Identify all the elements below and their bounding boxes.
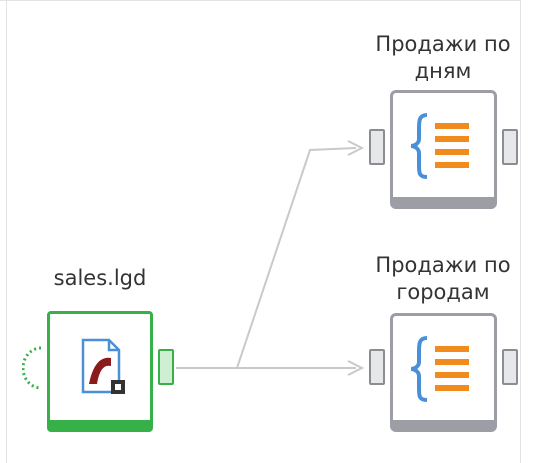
link-source-to-report-days[interactable] [176, 147, 357, 369]
link-arrowhead-cities [347, 360, 365, 376]
node-title-report-days: Продажи по дням [375, 32, 511, 83]
output-port-report-cities[interactable] [502, 349, 518, 385]
node-title-source: sales.lgd [53, 266, 147, 290]
node-source-file[interactable] [47, 311, 153, 432]
canvas-border-top [0, 0, 520, 1]
input-port-report-cities[interactable] [369, 349, 385, 385]
json-report-icon [410, 113, 469, 179]
output-port-source[interactable] [158, 349, 174, 385]
input-port-report-days[interactable] [369, 129, 385, 165]
json-report-icon [410, 336, 469, 402]
node-report-cities[interactable] [390, 313, 497, 432]
node-title-report-cities: Продажи по городам [375, 253, 511, 304]
canvas-border-left [6, 0, 7, 463]
output-port-report-days[interactable] [502, 129, 518, 165]
input-port-dotted[interactable] [22, 346, 42, 390]
canvas-border-right [520, 0, 521, 463]
node-report-days[interactable] [390, 90, 497, 209]
data-import-file-icon [81, 338, 125, 394]
link-arrowhead-days [347, 140, 365, 156]
